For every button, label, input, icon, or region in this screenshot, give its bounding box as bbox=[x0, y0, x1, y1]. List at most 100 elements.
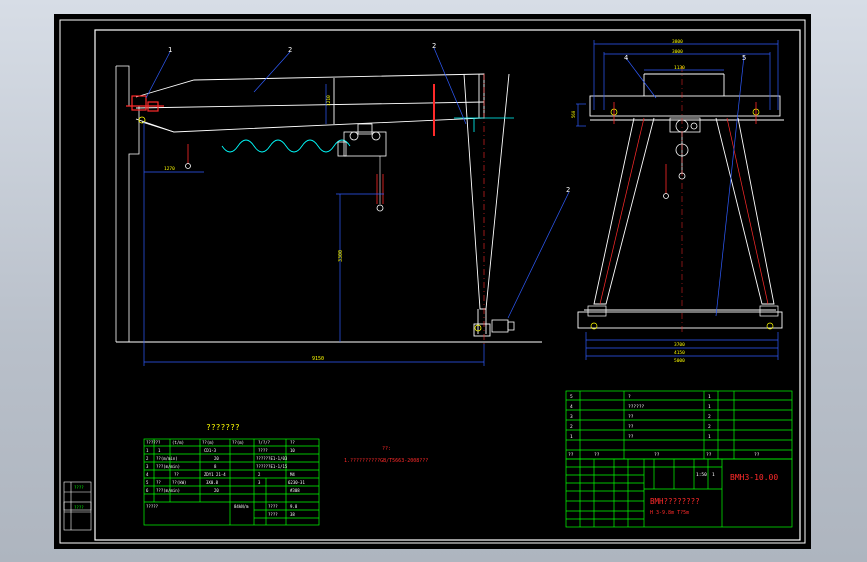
end-bracket bbox=[126, 95, 164, 112]
spec-r1-c6: 10 bbox=[290, 448, 295, 453]
cad-drawing: ???? ???? bbox=[59, 19, 806, 544]
spec-h-3: ??(m) bbox=[232, 440, 244, 445]
end-wheel bbox=[138, 116, 146, 124]
parts-h-4: ?? bbox=[754, 452, 760, 458]
spec-r2-c0: 2 bbox=[146, 456, 149, 461]
spec-r6-c5: #308 bbox=[290, 488, 300, 493]
spec-r5-c4: 3 bbox=[258, 480, 261, 485]
spec-r5-c0: 5 bbox=[146, 480, 149, 485]
dim-top-inner: 3000 bbox=[672, 49, 683, 55]
dim-beam: 1210 bbox=[326, 95, 332, 106]
end-view: 3800 3000 1130 3700 4150 5000 560 4 5 bbox=[571, 39, 784, 364]
spec-r5-c5: 6230-31 bbox=[288, 480, 305, 485]
spec-table-title: ??????? bbox=[206, 423, 240, 432]
spec-h-0: ?????? bbox=[146, 440, 161, 445]
callout-leaders bbox=[145, 47, 570, 319]
rigid-leg bbox=[463, 73, 510, 337]
dim-top-hook: 1130 bbox=[674, 65, 685, 71]
title-name-1: BMH???????? bbox=[650, 497, 700, 506]
spec-r5-c2: ??(kW) bbox=[172, 480, 186, 485]
spec-r4-c5: M4 bbox=[290, 472, 295, 477]
dim-height: 3300 bbox=[338, 250, 344, 262]
part-4-no: 4 bbox=[570, 404, 573, 410]
side-view: 9150 3300 1270 1210 1 2 2 2 bbox=[115, 42, 570, 366]
end-callout-leaders bbox=[625, 55, 745, 317]
inner-frame bbox=[94, 29, 801, 541]
end-girder bbox=[589, 73, 784, 121]
spec-r2-c4: ??????E1-1/03 bbox=[256, 456, 288, 461]
spec-r3-c1: ???(m/min) bbox=[156, 464, 180, 469]
spec-r8-c4: ???? bbox=[268, 512, 278, 517]
wall-hook bbox=[185, 144, 191, 169]
spec-r5-c3: 3X0.8 bbox=[206, 480, 219, 485]
part-2-no: 2 bbox=[570, 424, 573, 430]
spec-h-1: (t/m) bbox=[172, 440, 184, 445]
spec-r2-c3: 20 bbox=[214, 456, 219, 461]
spec-table: ??????? ?????? (t/m) ??(m) ??(m) bbox=[143, 423, 320, 526]
spec-r1-c0: 1 bbox=[146, 448, 149, 453]
spec-r7-c4: ???? bbox=[268, 504, 278, 509]
parts-h-0: ?? bbox=[568, 452, 574, 458]
spec-r2-c1: ??(m/min) bbox=[156, 456, 178, 461]
spec-r8-c5: 38 bbox=[290, 512, 295, 517]
callout-5: 5 bbox=[742, 54, 746, 62]
title-drawing-no: BMH3-10.00 bbox=[730, 473, 778, 482]
title-sheet: 1 bbox=[712, 472, 715, 478]
spec-h-5: ?? bbox=[290, 440, 295, 445]
parts-h-3: ?? bbox=[706, 452, 712, 458]
part-2-name: ?? bbox=[628, 424, 634, 430]
spec-r3-c0: 3 bbox=[146, 464, 149, 469]
spec-r1-c5: ???? bbox=[258, 448, 268, 453]
end-dimension-lines bbox=[576, 40, 779, 360]
part-4-qty: 1 bbox=[708, 404, 711, 410]
dim-bottom-3: 5000 bbox=[674, 358, 685, 364]
spec-r1-c3: CD1-3 bbox=[204, 448, 217, 453]
spec-r6-c1: ???(m/min) bbox=[156, 488, 180, 493]
callout-4: 4 bbox=[624, 54, 628, 62]
outer-frame bbox=[59, 19, 806, 544]
drawing-sheet: ???? ???? bbox=[54, 14, 811, 549]
title-block: BMH???????? H 3-9.8m T?5m BMH3-10.00 1:5… bbox=[565, 458, 793, 528]
spec-r3-c4: ??????E1-1/15 bbox=[256, 464, 288, 469]
part-3-no: 3 bbox=[570, 414, 573, 420]
spec-r6-c3: 20 bbox=[214, 488, 219, 493]
spec-h-4: ?/?/? bbox=[258, 440, 271, 445]
part-1-no: 1 bbox=[570, 434, 573, 440]
hoist-trolley bbox=[337, 123, 387, 157]
cable-festoon bbox=[221, 139, 351, 153]
leg-centerlines bbox=[599, 117, 769, 305]
parts-h-2: ?? bbox=[654, 452, 660, 458]
parts-list: 5 ? 1 4 ?????? 1 3 ?? 2 2 ?? 2 1 ?? 1 ??… bbox=[565, 390, 793, 460]
part-2-qty: 2 bbox=[708, 424, 711, 430]
notes-title: ??: bbox=[382, 446, 391, 452]
dim-span: 9150 bbox=[312, 356, 324, 362]
part-5-no: 5 bbox=[570, 394, 573, 400]
spec-r4-c0: 4 bbox=[146, 472, 149, 477]
part-3-name: ?? bbox=[628, 414, 634, 420]
callout-2b: 2 bbox=[432, 42, 436, 50]
spec-h-2: ??(m) bbox=[202, 440, 214, 445]
dimension-lines bbox=[143, 84, 485, 366]
notes-line1: 1.??????????GB/T5663-2008??? bbox=[344, 458, 428, 464]
spec-footer: ????? bbox=[146, 504, 159, 509]
spec-r7-c5: 9.8 bbox=[290, 504, 298, 509]
main-girder bbox=[135, 73, 485, 133]
title-scale: 1:50 bbox=[696, 472, 707, 478]
margin-label-2: ???? bbox=[74, 505, 84, 510]
wall-column bbox=[116, 65, 140, 342]
dim-top-outer: 3800 bbox=[672, 39, 683, 45]
part-3-qty: 2 bbox=[708, 414, 711, 420]
callout-3: 2 bbox=[566, 186, 570, 194]
title-name-2: H 3-9.8m T?5m bbox=[650, 510, 689, 516]
spec-footer-value: 84kN/m bbox=[234, 504, 249, 509]
end-legs bbox=[593, 117, 775, 305]
part-1-name: ?? bbox=[628, 434, 634, 440]
spec-r4-c4: 2 bbox=[258, 472, 261, 477]
spec-r4-c3: ZDY1 21-4 bbox=[204, 472, 226, 477]
drive-motor bbox=[474, 319, 515, 333]
dim-left: 560 bbox=[571, 110, 576, 118]
part-5-name: ? bbox=[628, 394, 631, 400]
hook-block bbox=[376, 174, 384, 212]
part-4-name: ?????? bbox=[628, 404, 645, 410]
callout-2a: 2 bbox=[288, 46, 292, 54]
